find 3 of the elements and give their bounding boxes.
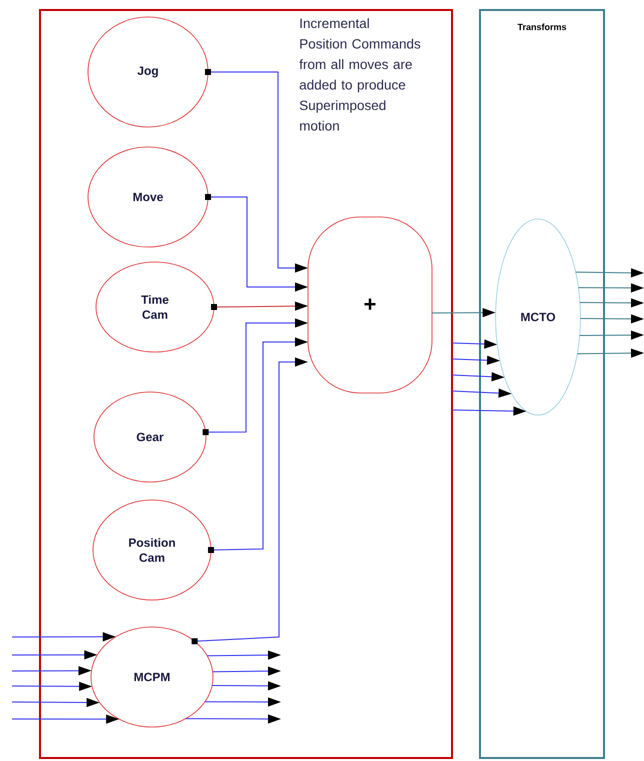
summing-block: + — [308, 216, 432, 394]
note-text: Incremental Position Commands from all moves are added to produce Superimposed motion — [299, 18, 420, 131]
group-panel — [39, 9, 453, 759]
